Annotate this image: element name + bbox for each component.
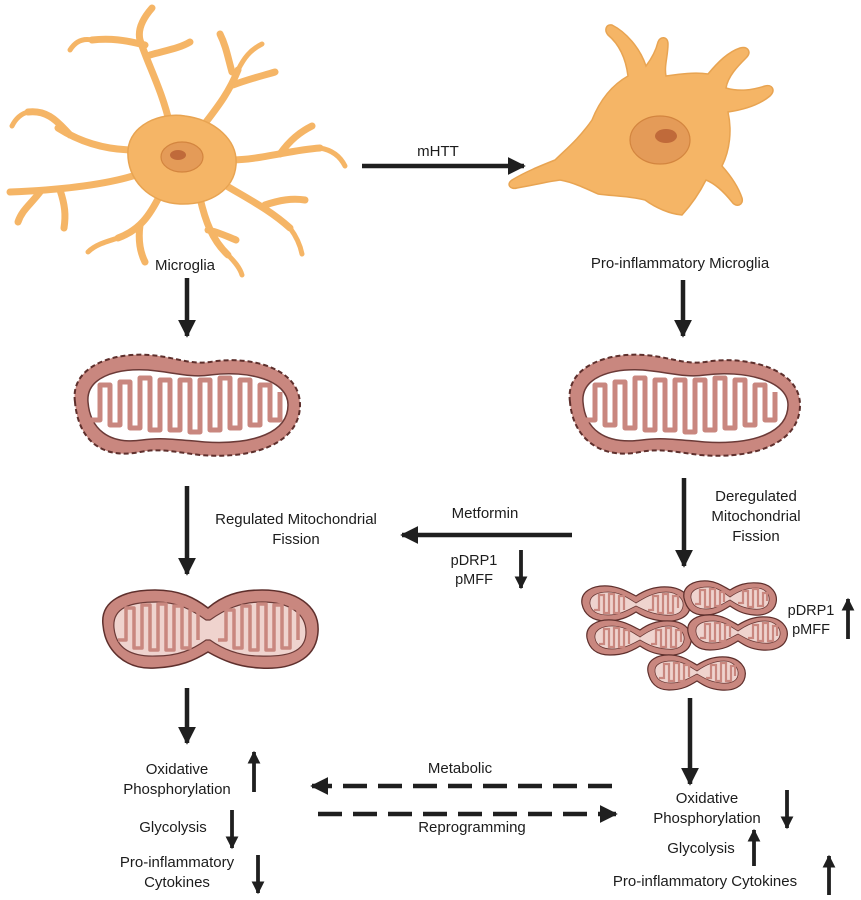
metformin-label: Metformin — [452, 505, 519, 522]
microglia-label: Microglia — [155, 257, 216, 274]
left-glycolysis-label: Glycolysis — [139, 819, 207, 836]
left-cytokines-label-line1: Pro-inflammatory — [120, 854, 235, 871]
right-oxphos-label-line2: Phosphorylation — [653, 810, 761, 827]
healthy-mitochondrion-right — [568, 353, 802, 457]
fragment-mitochondrion-3 — [586, 619, 692, 656]
right-cytokines-label: Pro-inflammatory Cytokines — [613, 873, 797, 890]
reprogramming-label: Reprogramming — [418, 819, 526, 836]
fragment-mitochondrion-5 — [647, 654, 746, 691]
fragment-mitochondrion-2 — [683, 580, 777, 616]
left-cytokines-label-line2: Cytokines — [144, 874, 210, 891]
healthy-mitochondrion-left — [73, 353, 302, 457]
right-pdrp1-label: pDRP1 — [788, 603, 835, 619]
fragmented-mitochondria-cluster — [581, 580, 788, 691]
pro-inflammatory-microglia-label: Pro-inflammatory Microglia — [591, 255, 770, 272]
regulated-fission-label-line2: Fission — [272, 531, 320, 548]
right-glycolysis-label: Glycolysis — [667, 840, 735, 857]
middle-pdrp1-label: pDRP1 — [451, 553, 498, 569]
fragment-mitochondrion-1 — [581, 585, 691, 622]
right-pmff-label: pMFF — [792, 622, 830, 638]
pro-inflammatory-microglia-cell — [508, 24, 774, 216]
deregulated-fission-label-line1: Deregulated — [715, 488, 797, 505]
resting-microglia-nucleolus — [170, 150, 186, 160]
fragment-mitochondrion-4 — [687, 614, 788, 651]
resting-microglia-soma — [127, 114, 237, 205]
mhtt-label: mHTT — [417, 143, 459, 160]
resting-microglia-cell — [6, 4, 348, 278]
deregulated-fission-label-line3: Fission — [732, 528, 780, 545]
metabolic-label: Metabolic — [428, 760, 493, 777]
left-oxphos-label-line1: Oxidative — [146, 761, 209, 778]
pro-inflammatory-microglia-nucleolus — [655, 129, 677, 143]
middle-pmff-label: pMFF — [455, 572, 493, 588]
left-oxphos-label-line2: Phosphorylation — [123, 781, 231, 798]
dividing-mitochondrion-left — [102, 589, 319, 669]
deregulated-fission-label-line2: Mitochondrial — [711, 508, 800, 525]
right-oxphos-label-line1: Oxidative — [676, 790, 739, 807]
regulated-fission-label-line1: Regulated Mitochondrial — [215, 511, 377, 528]
